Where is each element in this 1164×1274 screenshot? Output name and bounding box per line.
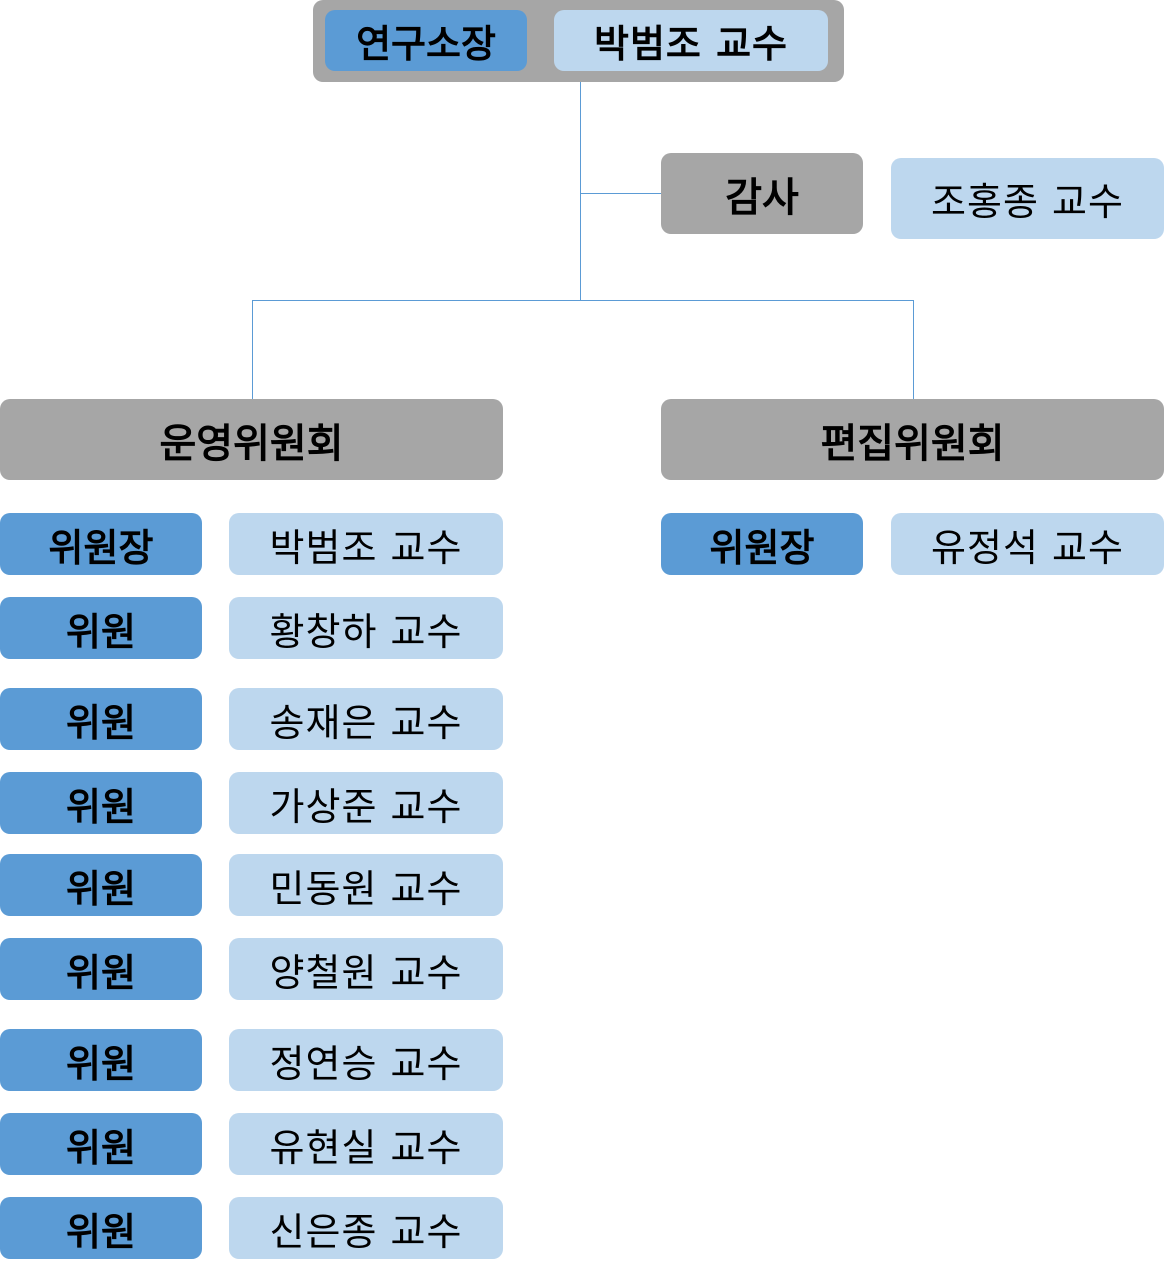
operating-member-role: 위원 [0, 854, 202, 916]
operating-member-name: 황창하 교수 [229, 597, 503, 659]
director-title: 연구소장 [325, 10, 527, 71]
operating-member-role: 위원 [0, 1197, 202, 1259]
connector-horizontal [252, 300, 914, 301]
connector-operating [252, 300, 253, 400]
editorial-committee-header: 편집위원회 [661, 399, 1164, 480]
editorial-member-name: 유정석 교수 [891, 513, 1164, 575]
operating-member-name: 신은종 교수 [229, 1197, 503, 1259]
operating-member-role: 위원 [0, 597, 202, 659]
auditor-title: 감사 [661, 153, 863, 234]
operating-member-name: 박범조 교수 [229, 513, 503, 575]
operating-member-role: 위원 [0, 1113, 202, 1175]
operating-member-name: 민동원 교수 [229, 854, 503, 916]
operating-committee-header: 운영위원회 [0, 399, 503, 480]
operating-member-role: 위원 [0, 1029, 202, 1091]
connector-editorial [913, 300, 914, 400]
operating-member-name: 가상준 교수 [229, 772, 503, 834]
operating-member-role: 위원 [0, 772, 202, 834]
connector-auditor [580, 193, 662, 194]
director-name: 박범조 교수 [554, 10, 828, 71]
operating-member-role: 위원 [0, 688, 202, 750]
operating-member-role: 위원장 [0, 513, 202, 575]
operating-member-name: 송재은 교수 [229, 688, 503, 750]
operating-member-name: 양철원 교수 [229, 938, 503, 1000]
operating-member-name: 유현실 교수 [229, 1113, 503, 1175]
connector-director-down [580, 80, 581, 301]
auditor-name: 조홍종 교수 [891, 158, 1164, 239]
editorial-member-role: 위원장 [661, 513, 863, 575]
operating-member-name: 정연승 교수 [229, 1029, 503, 1091]
operating-member-role: 위원 [0, 938, 202, 1000]
